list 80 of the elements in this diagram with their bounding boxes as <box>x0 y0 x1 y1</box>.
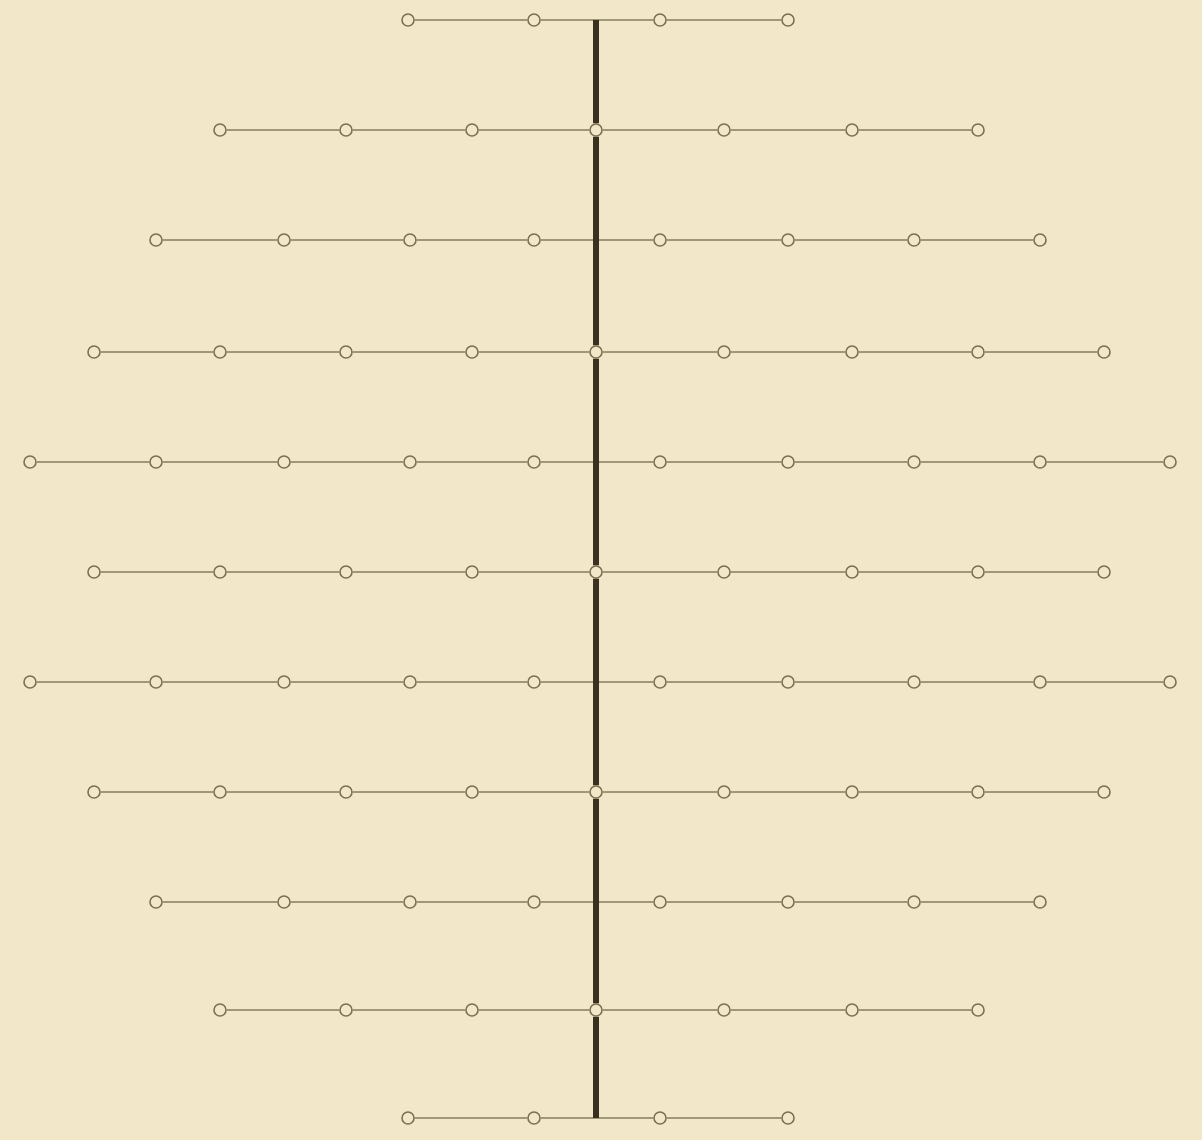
stem-line <box>593 20 599 124</box>
line <box>478 571 590 573</box>
line <box>984 791 1098 793</box>
line <box>226 351 340 353</box>
line <box>162 239 278 241</box>
line <box>858 1009 972 1011</box>
line <box>162 681 278 683</box>
line <box>36 461 150 463</box>
line <box>1046 461 1164 463</box>
line <box>666 1117 782 1119</box>
stem-line <box>593 578 599 786</box>
stem-line <box>593 136 599 346</box>
line <box>858 351 972 353</box>
line <box>478 129 590 131</box>
line <box>162 901 278 903</box>
line <box>666 239 782 241</box>
line <box>290 239 404 241</box>
line <box>858 791 972 793</box>
line <box>414 1117 528 1119</box>
line <box>416 461 528 463</box>
line <box>478 791 590 793</box>
line <box>226 571 340 573</box>
line <box>162 461 278 463</box>
line <box>920 901 1034 903</box>
line <box>794 901 908 903</box>
line <box>290 681 404 683</box>
line <box>730 129 846 131</box>
line <box>352 129 466 131</box>
line <box>414 19 528 21</box>
line <box>794 239 908 241</box>
line <box>352 791 466 793</box>
line <box>226 1009 340 1011</box>
line <box>226 791 340 793</box>
line <box>858 129 972 131</box>
stem-line <box>593 358 599 566</box>
stem-line <box>593 1016 599 1118</box>
line <box>602 571 718 573</box>
line <box>416 901 528 903</box>
line <box>416 681 528 683</box>
line <box>100 571 214 573</box>
line <box>794 461 908 463</box>
line <box>36 681 150 683</box>
line <box>794 681 908 683</box>
stem-line <box>593 798 599 1004</box>
line <box>540 461 654 463</box>
line <box>290 461 404 463</box>
line <box>352 1009 466 1011</box>
line <box>540 19 654 21</box>
line <box>602 351 718 353</box>
line <box>984 351 1098 353</box>
line <box>666 461 782 463</box>
line <box>100 351 214 353</box>
line <box>602 129 718 131</box>
line <box>290 901 404 903</box>
line <box>540 1117 654 1119</box>
line <box>540 681 654 683</box>
line <box>984 571 1098 573</box>
line <box>730 351 846 353</box>
line <box>730 571 846 573</box>
line <box>730 1009 846 1011</box>
line <box>920 239 1034 241</box>
line <box>730 791 846 793</box>
line <box>100 791 214 793</box>
line <box>540 901 654 903</box>
line <box>416 239 528 241</box>
line <box>540 239 654 241</box>
line <box>666 901 782 903</box>
line <box>602 791 718 793</box>
line <box>352 571 466 573</box>
line <box>352 351 466 353</box>
line <box>920 681 1034 683</box>
line <box>666 19 782 21</box>
line <box>226 129 340 131</box>
line <box>1046 681 1164 683</box>
line <box>666 681 782 683</box>
line <box>920 461 1034 463</box>
line <box>602 1009 718 1011</box>
line <box>478 1009 590 1011</box>
line <box>858 571 972 573</box>
line <box>478 351 590 353</box>
